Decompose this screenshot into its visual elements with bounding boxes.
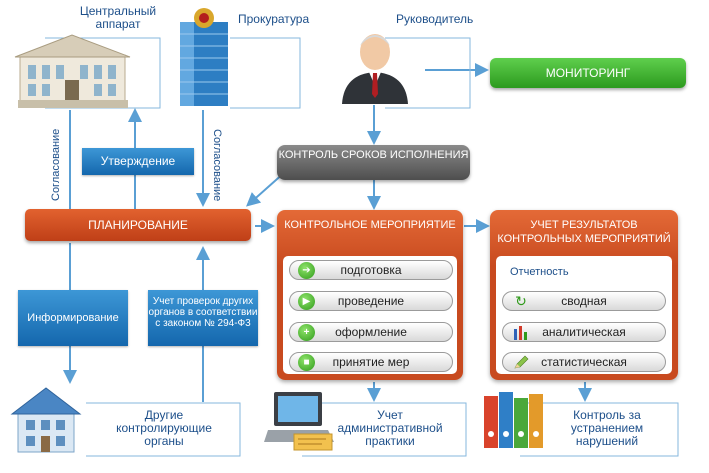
play-arrow-icon: ➔ xyxy=(298,262,315,279)
admin-practice-label: Учет административной практики xyxy=(337,408,443,448)
deadline-control-box[interactable]: КОНТРОЛЬ СРОКОВ ИСПОЛНЕНИЯ xyxy=(277,145,470,180)
approval-label: Утверждение xyxy=(82,148,194,175)
businessman-icon xyxy=(342,34,408,104)
informing-label: Информирование xyxy=(18,290,128,346)
report-statistical[interactable]: статистическая xyxy=(502,352,666,372)
control-event-panel: КОНТРОЛЬНОЕ МЕРОПРИЯТИЕ ➔ подготовка ▶ п… xyxy=(277,210,463,380)
central-apparatus-label: Центральный аппарат xyxy=(79,4,157,31)
report-statistical-label: статистическая xyxy=(541,355,627,369)
step-preparation[interactable]: ➔ подготовка xyxy=(289,260,453,280)
violations-label: Контроль за устранением нарушений xyxy=(570,408,644,448)
refresh-icon: ↻ xyxy=(515,293,527,309)
play-icon: ▶ xyxy=(298,293,315,310)
bracket-violations xyxy=(520,402,679,457)
prosecutor-label: Прокуратура xyxy=(238,12,310,26)
report-summary[interactable]: ↻ сводная xyxy=(502,291,666,311)
head-label: Руководитель xyxy=(396,12,474,26)
step-execution[interactable]: ▶ проведение xyxy=(289,291,453,311)
step-formalization[interactable]: + оформление xyxy=(289,322,453,342)
control-event-title: КОНТРОЛЬНОЕ МЕРОПРИЯТИЕ xyxy=(284,219,456,231)
results-panel: УЧЕТ РЕЗУЛЬТАТОВ КОНТРОЛЬНЫХ МЕРОПРИЯТИЙ… xyxy=(490,210,678,380)
agreement-label-left: Согласование xyxy=(50,128,62,202)
report-analytical[interactable]: аналитическая xyxy=(502,322,666,342)
checks-note-label: Учет проверок других органов в соответст… xyxy=(148,290,258,346)
step-execution-label: проведение xyxy=(337,294,405,308)
step-formalization-label: оформление xyxy=(335,325,407,339)
reports-label: Отчетность xyxy=(510,266,569,278)
report-analytical-label: аналитическая xyxy=(542,325,626,339)
stop-icon: ■ xyxy=(298,354,315,371)
bracket-head xyxy=(385,37,471,109)
government-building-icon xyxy=(14,34,131,108)
house-icon xyxy=(10,387,82,453)
step-preparation-label: подготовка xyxy=(340,263,402,277)
bracket-prosecutor xyxy=(230,37,301,109)
prosecutor-tower-icon xyxy=(180,8,228,106)
bracket-admin-practice xyxy=(302,402,467,457)
results-title: УЧЕТ РЕЗУЛЬТАТОВ КОНТРОЛЬНЫХ МЕРОПРИЯТИЙ xyxy=(497,219,671,245)
pencil-icon xyxy=(514,355,529,369)
laptop-icon xyxy=(264,392,334,451)
monitoring-button[interactable]: МОНИТОРИНГ xyxy=(490,58,686,88)
bracket-other-bodies xyxy=(86,402,241,457)
plus-icon: + xyxy=(298,324,315,341)
other-bodies-label: Другие контролирующие органы xyxy=(116,408,212,448)
binders-icon xyxy=(484,392,543,448)
bar-chart-icon xyxy=(514,326,527,340)
planning-button[interactable]: ПЛАНИРОВАНИЕ xyxy=(25,209,251,241)
report-summary-label: сводная xyxy=(561,294,607,308)
step-measures-label: принятие мер xyxy=(332,355,410,369)
agreement-label-right: Согласование xyxy=(211,128,223,202)
step-measures[interactable]: ■ принятие мер xyxy=(289,352,453,372)
